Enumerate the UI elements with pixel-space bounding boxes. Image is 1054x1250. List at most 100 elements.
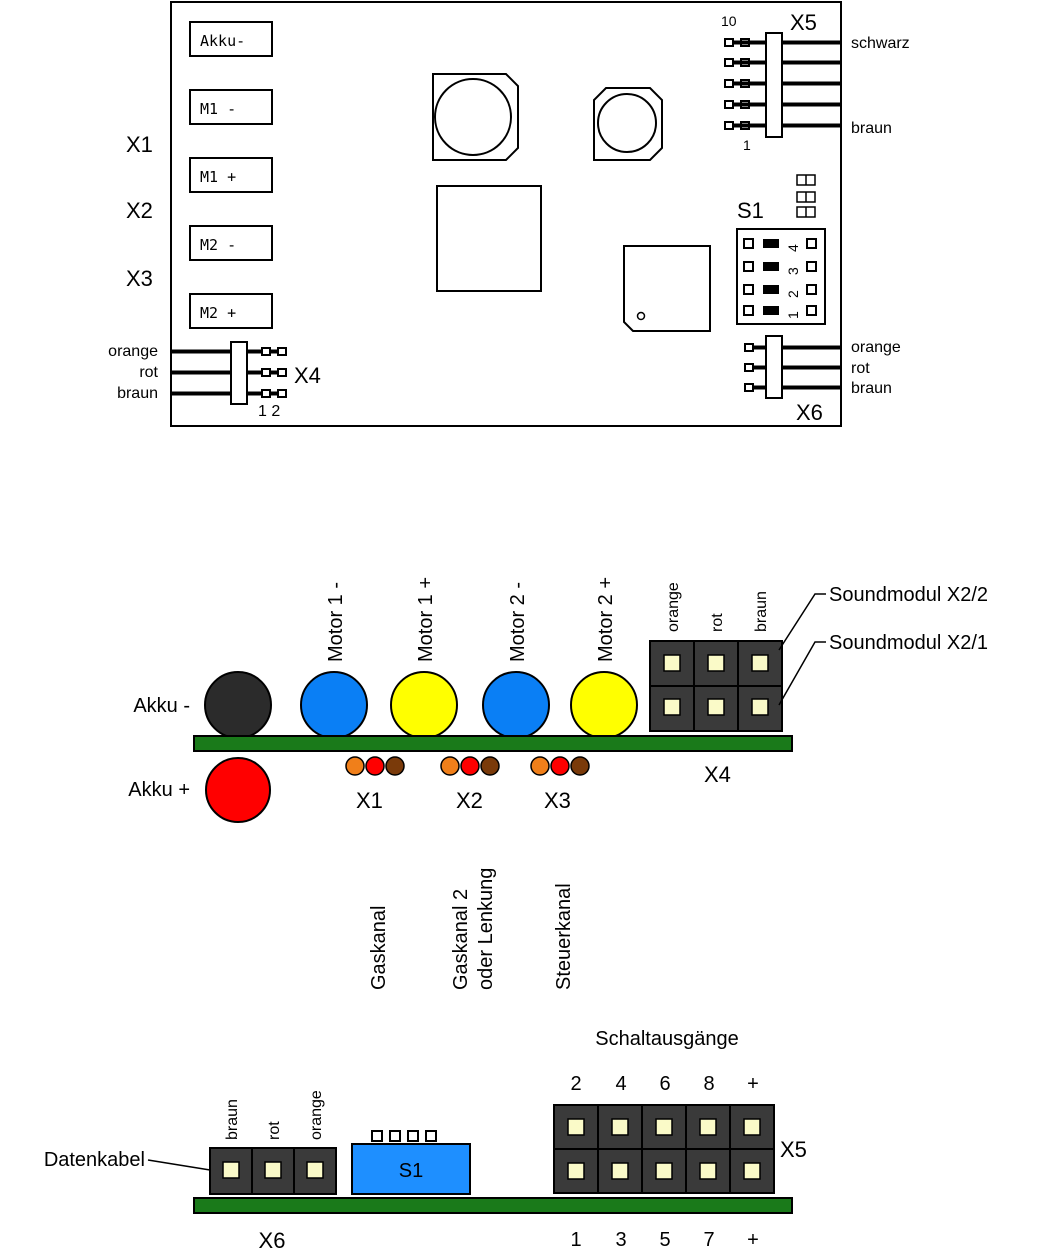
- akku-minus-terminal: [204, 671, 272, 739]
- motor-2-plus-terminal: [570, 671, 638, 739]
- datenkabel-label: Datenkabel: [44, 1149, 145, 1171]
- motor-2-minus-terminal: [482, 671, 550, 739]
- chip-small: [623, 245, 711, 332]
- channel-x2-description-line-1: Gaskanal 2: [450, 889, 472, 990]
- soundmodul-x2-1-label: Soundmodul X2/1: [829, 632, 988, 654]
- x6-header-top-view: orange rot braun X6: [744, 335, 901, 425]
- board-top-view: Akku- M1 - M1 + M2 - M2 + X1 X2 X3: [108, 1, 910, 427]
- x4-header-top-view: orange rot braun X4 1 2: [108, 341, 321, 420]
- side-view: Akku - Akku + Motor 1 - Motor 1 + Motor …: [128, 577, 988, 990]
- x4-column-orange-label: orange: [665, 582, 682, 632]
- s1-switch-side: S1: [351, 1130, 471, 1195]
- capacitor-small: [593, 87, 663, 161]
- pad-label-text: M2 +: [200, 304, 236, 322]
- chip-square: [436, 185, 542, 292]
- x5-top-number-plus: +: [747, 1073, 759, 1095]
- x4-label: X4: [294, 363, 321, 388]
- x6-wire-braun-label: braun: [851, 380, 892, 397]
- servo-connector-x3: [530, 756, 590, 776]
- x5-bottom-number-7: 7: [703, 1229, 714, 1250]
- channel-x2-description-line-2: oder Lenkung: [475, 868, 497, 990]
- s1-label: S1: [737, 198, 764, 223]
- channel-x3-label: X3: [544, 788, 571, 813]
- x5-bottom-number-plus: +: [747, 1229, 759, 1250]
- x5-top-number-6: 6: [659, 1073, 670, 1095]
- motor-2-minus-label: Motor 2 -: [507, 582, 529, 662]
- servo-connector-x2: [440, 756, 500, 776]
- x6-column-rot-label: rot: [266, 1121, 283, 1140]
- x6-column-braun-label: braun: [224, 1099, 241, 1140]
- x6-label: X6: [796, 400, 823, 425]
- connector-label-x2: X2: [126, 198, 153, 223]
- x4-pin-numbers: 1 2: [258, 403, 280, 420]
- s1-switch-1-label: 1: [785, 311, 801, 319]
- datenkabel-leader: [147, 1159, 211, 1171]
- s1-side-label: S1: [399, 1160, 423, 1182]
- s1-dip-switch: S1 4 3 2 1: [736, 198, 826, 325]
- s1-switch-2-label: 2: [785, 290, 801, 298]
- pad-label-text: M1 +: [200, 168, 236, 186]
- soundmodul-bottom-leader: [778, 641, 826, 706]
- s1-switch-4-label: 4: [785, 244, 801, 252]
- channel-x3-description: Steuerkanal: [553, 883, 575, 990]
- x4-column-rot-label: rot: [709, 613, 726, 632]
- channel-x2-label: X2: [456, 788, 483, 813]
- pcb-side: [193, 735, 793, 752]
- pad-label-m1-minus: M1 -: [189, 89, 273, 125]
- x4-wire-orange-label: orange: [108, 343, 158, 360]
- akku-plus-label: Akku +: [128, 779, 190, 801]
- soundmodul-x2-2-label: Soundmodul X2/2: [829, 584, 988, 606]
- x5-label: X5: [790, 10, 817, 35]
- smd-leds: [796, 174, 816, 218]
- x5-top-number-4: 4: [615, 1073, 626, 1095]
- x5-bottom-number-3: 3: [615, 1229, 626, 1250]
- x4-side-label: X4: [704, 762, 731, 787]
- x4-wire-braun-label: braun: [117, 385, 158, 402]
- pad-label-text: Akku-: [200, 32, 245, 50]
- motor-2-plus-label: Motor 2 +: [595, 577, 617, 662]
- x4-header-side: orange rot braun X4: [649, 582, 783, 787]
- motor-1-plus-terminal: [390, 671, 458, 739]
- x5-pin-10-label: 10: [721, 13, 737, 29]
- x6-side-label: X6: [259, 1228, 286, 1250]
- x5-wire-bottom-label: braun: [851, 120, 892, 137]
- motor-1-minus-terminal: [300, 671, 368, 739]
- pcb-bottom: [193, 1197, 793, 1214]
- x5-header: 10 X5: [721, 10, 910, 153]
- s1-switch-3-label: 3: [785, 267, 801, 275]
- pad-label-text: M1 -: [200, 100, 236, 118]
- capacitor-large: [432, 73, 519, 161]
- x5-wire-top-label: schwarz: [851, 35, 910, 52]
- motor-1-plus-label: Motor 1 +: [415, 577, 437, 662]
- pad-label-m2-minus: M2 -: [189, 225, 273, 261]
- x5-header-side: X5: [553, 1104, 807, 1194]
- soundmodul-top-leader: [778, 593, 826, 651]
- x6-wire-rot-label: rot: [851, 360, 870, 377]
- x5-top-number-8: 8: [703, 1073, 714, 1095]
- x6-wire-orange-label: orange: [851, 339, 901, 356]
- connector-label-x1: X1: [126, 132, 153, 157]
- channel-x1-label: X1: [356, 788, 383, 813]
- connector-label-x3: X3: [126, 266, 153, 291]
- akku-minus-label: Akku -: [133, 695, 190, 717]
- x5-bottom-number-1: 1: [570, 1229, 581, 1250]
- x5-side-label: X5: [780, 1137, 807, 1162]
- pad-label-m2-plus: M2 +: [189, 293, 273, 329]
- x6-header-side: braun rot orange: [209, 1090, 337, 1195]
- pad-label-akku-minus: Akku-: [189, 21, 273, 57]
- servo-connector-x1: [345, 756, 405, 776]
- bottom-side-view: Schaltausgänge 2 4 6 8 +: [44, 1028, 807, 1250]
- motor-1-minus-label: Motor 1 -: [325, 582, 347, 662]
- pad-label-text: M2 -: [200, 236, 236, 254]
- x4-column-braun-label: braun: [753, 591, 770, 632]
- schaltausgaenge-label: Schaltausgänge: [595, 1028, 738, 1050]
- x5-pin-1-label: 1: [743, 137, 751, 153]
- pad-label-m1-plus: M1 +: [189, 157, 273, 193]
- x5-bottom-number-5: 5: [659, 1229, 670, 1250]
- channel-x1-description: Gaskanal: [368, 906, 390, 991]
- x6-column-orange-label: orange: [308, 1090, 325, 1140]
- akku-plus-terminal: [205, 757, 271, 823]
- x5-top-number-2: 2: [570, 1073, 581, 1095]
- x4-wire-rot-label: rot: [139, 364, 158, 381]
